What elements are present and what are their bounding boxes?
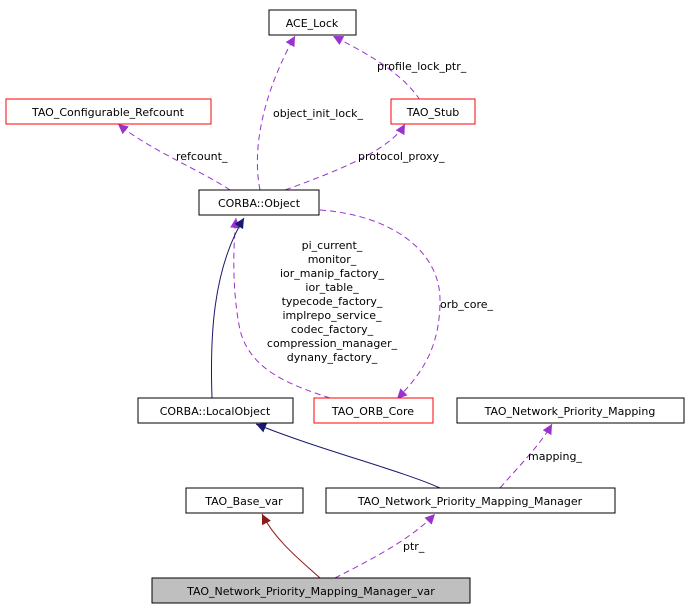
node-label: TAO_ORB_Core: [331, 405, 414, 418]
node-label: CORBA::Object: [218, 197, 301, 210]
node-tao-network-priority-mapping-manager[interactable]: TAO_Network_Priority_Mapping_Manager: [325, 487, 616, 514]
member-label: ior_manip_factory_: [280, 267, 385, 280]
member-label: codec_factory_: [291, 323, 374, 336]
edge-object-init-lock: [256, 35, 296, 191]
edge-label-mapping: mapping_: [528, 450, 582, 463]
edge-label-refcount: refcount_: [176, 150, 228, 163]
node-label: ACE_Lock: [286, 17, 339, 30]
node-label: TAO_Network_Priority_Mapping: [484, 405, 656, 418]
node-corba-object[interactable]: CORBA::Object: [198, 189, 320, 216]
member-label: pi_current_: [302, 239, 363, 252]
edge-inherit-var-basevar: [261, 513, 321, 579]
node-label: TAO_Stub: [406, 106, 460, 119]
edge-protocol-proxy: [284, 123, 406, 191]
node-label: TAO_Configurable_Refcount: [31, 106, 185, 119]
member-label: compression_manager_: [267, 337, 398, 350]
edge-orb-core: [319, 209, 441, 400]
node-label: TAO_Base_var: [204, 495, 283, 508]
member-label: dynany_factory_: [287, 351, 378, 364]
node-tao-network-priority-mapping-manager-var[interactable]: TAO_Network_Priority_Mapping_Manager_var: [151, 577, 471, 604]
edge-mapping: [499, 423, 553, 489]
edge-label-protocol-proxy: protocol_proxy_: [358, 150, 445, 163]
node-ace-lock[interactable]: ACE_Lock: [268, 9, 357, 36]
edge-label-object-init-lock: object_init_lock_: [273, 107, 363, 120]
edge-profile-lock-ptr: [332, 35, 421, 101]
member-label: implrepo_service_: [283, 309, 382, 322]
member-label: ior_table_: [305, 281, 359, 294]
node-label: TAO_Network_Priority_Mapping_Manager: [357, 495, 583, 508]
node-tao-stub[interactable]: TAO_Stub: [390, 98, 476, 125]
node-tao-orb-core[interactable]: TAO_ORB_Core: [313, 397, 434, 424]
node-corba-localobject[interactable]: CORBA::LocalObject: [137, 397, 294, 424]
edge-refcount: [117, 123, 231, 191]
node-label: CORBA::LocalObject: [160, 405, 271, 418]
edge-label-orb-core-members: pi_current_ monitor_ ior_manip_factory_ …: [267, 239, 398, 364]
edge-label-ptr: ptr_: [403, 540, 425, 553]
member-label: monitor_: [308, 253, 357, 266]
member-label: typecode_factory_: [282, 295, 383, 308]
node-tao-base-var[interactable]: TAO_Base_var: [185, 487, 304, 514]
node-tao-configurable-refcount[interactable]: TAO_Configurable_Refcount: [5, 98, 212, 125]
edge-label-profile-lock-ptr: profile_lock_ptr_: [377, 60, 467, 73]
edge-ptr: [334, 513, 436, 579]
node-label: TAO_Network_Priority_Mapping_Manager_var: [186, 585, 435, 598]
node-tao-network-priority-mapping[interactable]: TAO_Network_Priority_Mapping: [456, 397, 685, 424]
edge-inherit-manager-localobject: [255, 423, 441, 489]
edge-inherit-localobject-object: [210, 217, 245, 399]
edge-label-orb-core: orb_core_: [440, 298, 494, 311]
